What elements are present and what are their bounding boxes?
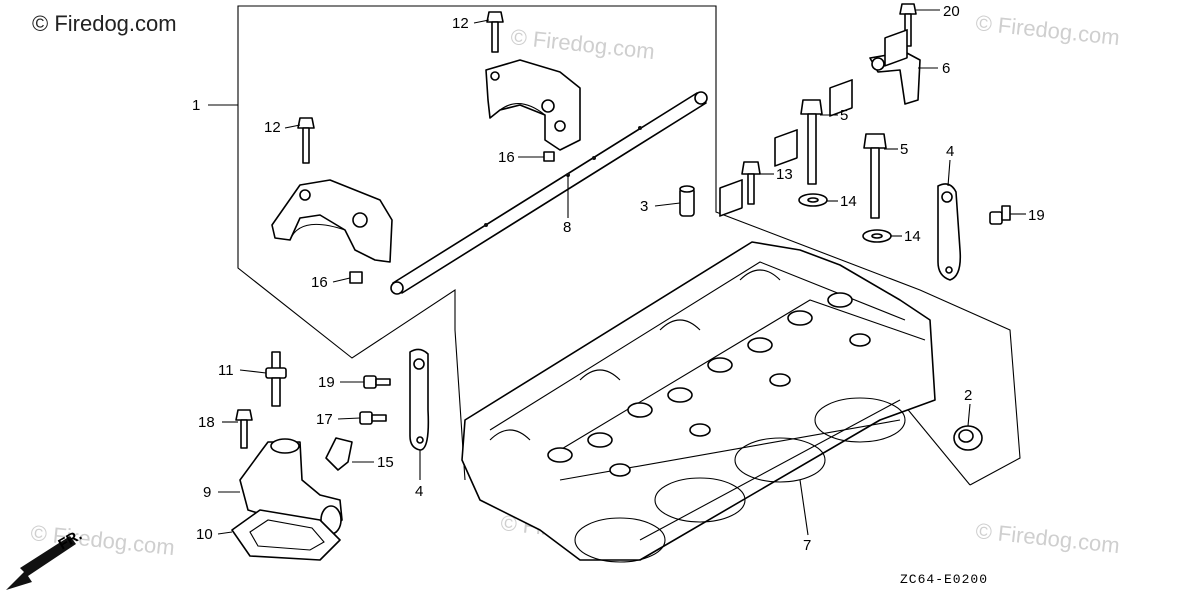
callout-19-right: 19	[1028, 207, 1045, 224]
gasket-10	[231, 509, 341, 561]
group-outline-right	[899, 399, 971, 486]
watermark-faded-topright: © Firedog.com	[974, 10, 1120, 50]
callout-8: 8	[563, 219, 571, 236]
clip-15	[325, 437, 353, 471]
callout-11: 11	[218, 362, 234, 379]
rocker-holder-upper	[485, 59, 581, 151]
callout-12-upper: 12	[452, 15, 469, 32]
rocker-shaft	[390, 91, 708, 295]
callout-4-right: 4	[946, 143, 954, 160]
callout-5-b: 5	[900, 141, 908, 158]
callout-3: 3	[640, 198, 648, 215]
diagram-code: ZC64-E0200	[900, 572, 988, 587]
engine-hanger-left	[409, 348, 430, 451]
watermark-main: © Firedog.com	[32, 11, 177, 36]
washer-14-b	[862, 229, 892, 243]
callout-5-a: 5	[840, 107, 848, 124]
callout-13: 13	[776, 166, 793, 183]
callout-6: 6	[942, 60, 950, 77]
washer-14-a	[798, 193, 828, 207]
callout-7: 7	[803, 537, 811, 554]
sleeve-3	[679, 185, 695, 217]
group-outline-top	[237, 102, 466, 481]
callout-15: 15	[377, 454, 394, 471]
callout-2: 2	[964, 387, 972, 404]
callout-10: 10	[196, 526, 213, 543]
bolt-17	[359, 411, 387, 425]
bolt-19-left	[363, 375, 391, 389]
rocker-holder-lower	[271, 179, 393, 263]
watermark-faded-top: © Firedog.com	[509, 24, 655, 64]
bolt-5-a	[800, 99, 823, 185]
front-direction-arrow	[6, 536, 76, 590]
callout-9: 9	[203, 484, 211, 501]
bolt-12-lower	[297, 117, 315, 164]
cylinder-head	[461, 29, 936, 563]
callout-1: 1	[192, 97, 200, 114]
stud-11	[265, 351, 287, 407]
callout-12-lower: 12	[264, 119, 281, 136]
cam-journals	[489, 269, 781, 441]
dowel-16-upper	[543, 151, 555, 162]
bolt-12-upper	[486, 11, 504, 53]
leader-lines	[208, 9, 1026, 536]
bolt-18	[235, 409, 253, 449]
callout-14-a: 14	[840, 193, 857, 210]
dowel-16-lower	[349, 271, 363, 284]
combustion-chambers	[574, 397, 906, 563]
callout-4-left: 4	[415, 483, 423, 500]
bolt-19-right	[989, 205, 1011, 225]
exhaust-ports	[719, 29, 908, 217]
cap-2	[953, 425, 983, 451]
bolt-13	[741, 161, 761, 205]
bolt-5-b	[863, 133, 887, 219]
valve-seats	[547, 292, 871, 477]
callout-16-upper: 16	[498, 149, 515, 166]
callout-16-lower: 16	[311, 274, 328, 291]
callout-17: 17	[316, 411, 333, 428]
engine-hanger-right	[937, 183, 962, 281]
callout-14-b: 14	[904, 228, 921, 245]
group-outline-upper	[237, 5, 1021, 486]
callout-19-left: 19	[318, 374, 335, 391]
watermark-faded-bottomright: © Firedog.com	[974, 518, 1120, 558]
callout-20: 20	[943, 3, 960, 20]
callout-18: 18	[198, 414, 215, 431]
